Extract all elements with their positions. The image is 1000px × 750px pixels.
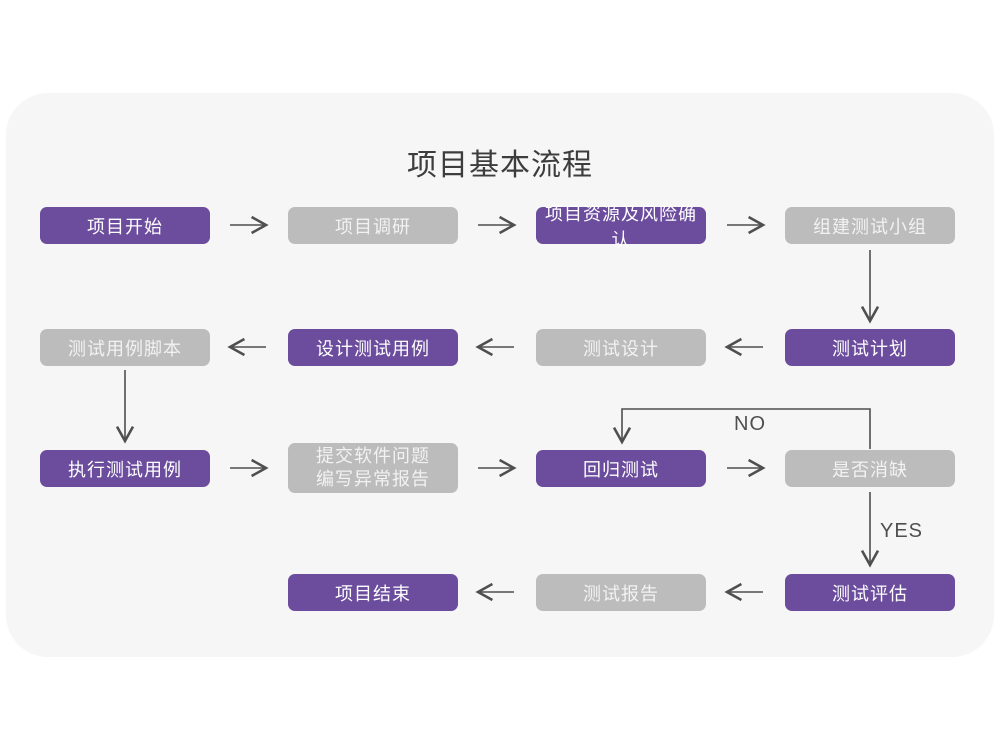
- flowchart-card: [6, 93, 994, 657]
- node-submit-issue-line2: 编写异常报告: [316, 469, 430, 489]
- node-resource-risk-confirm: 项目资源及风险确认: [536, 204, 706, 250]
- node-regression-test: 回归测试: [536, 450, 706, 487]
- node-test-case-script: 测试用例脚本: [40, 329, 210, 366]
- node-defect-resolved: 是否消缺: [785, 450, 955, 487]
- node-test-evaluation: 测试评估: [785, 574, 955, 611]
- node-project-end: 项目结束: [288, 574, 458, 611]
- diagram-title: 项目基本流程: [407, 149, 593, 182]
- node-test-report: 测试报告: [536, 574, 706, 611]
- node-execute-test-cases: 执行测试用例: [40, 450, 210, 487]
- node-submit-issue-report: 提交软件问题 编写异常报告: [288, 443, 458, 493]
- edge-label-yes: YES: [880, 520, 924, 542]
- edge-label-no: NO: [734, 413, 766, 435]
- node-submit-issue-line1: 提交软件问题: [316, 446, 430, 466]
- node-test-plan: 测试计划: [785, 329, 955, 366]
- node-build-test-team: 组建测试小组: [785, 207, 955, 244]
- node-project-research: 项目调研: [288, 207, 458, 244]
- node-design-test-cases: 设计测试用例: [288, 329, 458, 366]
- node-test-design: 测试设计: [536, 329, 706, 366]
- node-project-start: 项目开始: [40, 207, 210, 244]
